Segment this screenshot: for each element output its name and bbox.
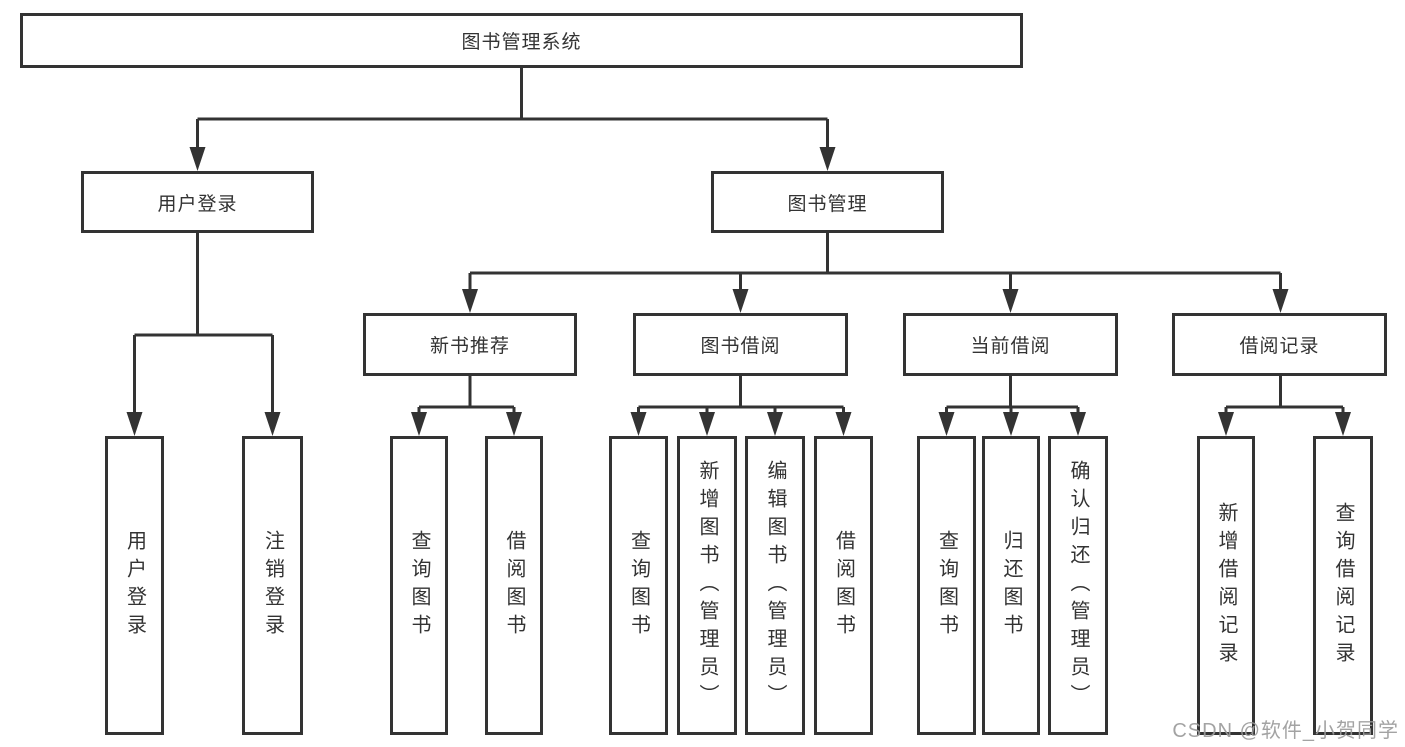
leaf-label: 借阅图书 [832,529,855,642]
leaf-borrow-books-1: 借阅图书 [485,436,543,735]
leaf-return-book: 归还图书 [982,436,1040,735]
connector-user-login-to-leaves [133,233,274,416]
leaf-label: 新增图书（管理员） [696,459,718,712]
leaf-label: 新增借阅记录 [1215,501,1237,670]
leaf-label: 借阅图书 [503,529,525,642]
node-library-management-system: 图书管理系统 [20,13,1023,68]
leaf-add-book-admin: 新增图书（管理员） [677,436,737,735]
connector-book-mgmt-to-level3 [468,233,1282,293]
node-new-book-recommend: 新书推荐 [363,313,577,376]
node-user-login: 用户登录 [81,171,314,233]
node-book-borrowing: 图书借阅 [633,313,848,376]
connector-book-borrow-to-leaves [637,376,845,416]
leaf-add-borrow-record: 新增借阅记录 [1197,436,1255,735]
csdn-watermark: CSDN @软件_小贺同学 [1172,720,1399,742]
leaf-user-login: 用户登录 [105,436,164,735]
leaf-label: 确认归还（管理员） [1067,459,1089,712]
node-current-borrowing: 当前借阅 [903,313,1118,376]
leaf-borrow-books-2: 借阅图书 [814,436,873,735]
leaf-query-books-2: 查询图书 [609,436,668,735]
leaf-label: 查询图书 [935,529,958,642]
leaf-query-borrow-record: 查询借阅记录 [1313,436,1373,735]
leaf-label: 归还图书 [1000,529,1022,642]
connector-borrow-record-to-leaves [1224,376,1345,416]
leaf-label: 注销登录 [261,529,284,642]
arrowheads [126,147,1351,436]
node-borrowing-records: 借阅记录 [1172,313,1387,376]
leaf-label: 查询借阅记录 [1332,501,1354,670]
connector-current-borrow-to-leaves [945,376,1080,416]
node-book-management: 图书管理 [711,171,944,233]
leaf-label: 查询图书 [627,529,650,642]
leaf-edit-book-admin: 编辑图书（管理员） [745,436,805,735]
connector-root-to-level2 [196,68,829,151]
leaf-confirm-return-admin: 确认归还（管理员） [1048,436,1108,735]
leaf-query-books-3: 查询图书 [917,436,976,735]
connector-new-book-rec-to-leaves [417,376,516,416]
leaf-logout: 注销登录 [242,436,303,735]
leaf-label: 用户登录 [123,529,146,642]
leaf-query-books-1: 查询图书 [390,436,448,735]
leaf-label: 编辑图书（管理员） [764,459,786,712]
leaf-label: 查询图书 [408,529,430,642]
